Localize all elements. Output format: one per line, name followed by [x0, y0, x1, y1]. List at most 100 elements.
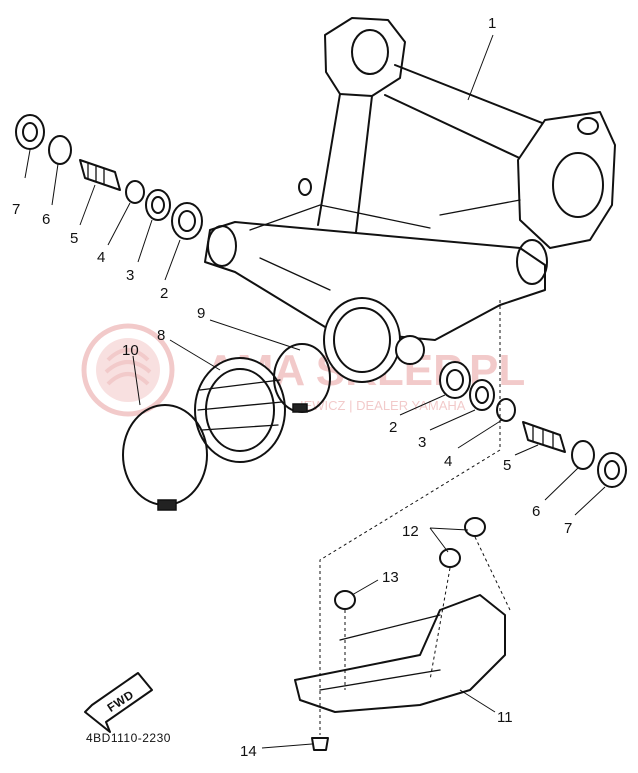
left-bolt-5-threads [87, 162, 105, 186]
cross-tube-left-end [207, 225, 237, 267]
guard-plate-11-edges [319, 614, 441, 691]
boot-and-bands [122, 343, 331, 511]
callout-4a: 4 [97, 249, 105, 266]
right-collar-6 [571, 440, 595, 470]
callout-7a: 7 [12, 201, 20, 218]
leader-2a [164, 239, 181, 281]
leader-1 [467, 34, 494, 101]
left-bolt-5 [79, 159, 121, 191]
axle-plate-hole [552, 152, 604, 218]
housing-inner [333, 307, 391, 373]
right-bearing-2 [439, 361, 471, 399]
pivot-boss-hole [351, 29, 389, 75]
band-10-clamp [157, 499, 177, 511]
leader-10 [132, 355, 141, 406]
leader-2b [399, 394, 446, 416]
nut-12a [439, 548, 461, 568]
callout-2a: 2 [160, 285, 168, 302]
leader-8 [169, 339, 221, 371]
callout-11: 11 [497, 709, 513, 726]
left-bearing-stack [15, 114, 203, 240]
right-bolt-5 [522, 421, 566, 453]
guard-plate-11 [294, 594, 506, 713]
right-cap-7 [597, 452, 627, 488]
leader-7b [574, 486, 606, 516]
callout-4b: 4 [444, 453, 452, 470]
leader-12 [429, 527, 469, 553]
leader-7a [24, 149, 31, 179]
swingarm [204, 17, 616, 383]
callout-5b: 5 [503, 457, 511, 474]
callout-3a: 3 [126, 267, 134, 284]
callout-10: 10 [122, 342, 139, 359]
left-collar-6 [48, 135, 72, 165]
left-bearing-2 [171, 202, 203, 240]
fwd-arrow-shape [84, 672, 153, 733]
callout-5a: 5 [70, 230, 78, 247]
left-arm-beam [317, 93, 373, 233]
left-bearing-2-inner [178, 210, 196, 232]
right-washer-4 [496, 398, 516, 422]
left-washer-4 [125, 180, 145, 204]
housing-boss [395, 335, 425, 365]
callout-14: 14 [240, 743, 257, 760]
pivot-boss-upper [324, 17, 406, 97]
part-code: 4BD1110-2230 [86, 731, 171, 745]
callout-13: 13 [382, 569, 399, 586]
callout-6b: 6 [532, 503, 540, 520]
callout-6a: 6 [42, 211, 50, 228]
leader-9 [209, 319, 301, 351]
callout-7b: 7 [564, 520, 572, 537]
right-cap-7-inner [604, 460, 620, 480]
rubber-boot-8-ribs [197, 379, 283, 431]
callout-9: 9 [197, 305, 205, 322]
right-seal-3-inner [475, 386, 489, 404]
axle-plate-bolt [577, 117, 599, 135]
leader-4a [107, 202, 131, 246]
callout-2b: 2 [389, 419, 397, 436]
housing-open-end [323, 297, 401, 383]
band-10 [122, 404, 208, 506]
rubber-boot-8 [194, 357, 286, 463]
fwd-arrow: FWD [84, 672, 153, 733]
cross-tube-right-end [516, 239, 548, 285]
watermark-logo-waves [104, 348, 152, 386]
right-bolt-5-threads [532, 425, 554, 449]
right-seal-3 [469, 379, 495, 411]
band-9-clamp [292, 403, 308, 413]
leader-13 [351, 579, 379, 596]
nut-12b [464, 517, 486, 537]
leader-6b [544, 467, 579, 501]
small-tab [298, 178, 312, 196]
left-cap-7-inner [22, 122, 38, 142]
axle-plate [517, 111, 616, 249]
right-bearing-2-inner [446, 369, 464, 391]
left-seal-3-inner [151, 196, 165, 214]
leader-3a [137, 219, 153, 263]
leader-11 [459, 689, 496, 713]
callout-12: 12 [402, 523, 419, 540]
leader-5a [79, 184, 96, 226]
callout-8: 8 [157, 327, 165, 344]
bolt-14 [311, 737, 329, 751]
leader-6a [51, 163, 59, 206]
callout-3b: 3 [418, 434, 426, 451]
leader-3b [429, 409, 476, 431]
watermark-subtitle: IEWICZ | DEALER YAMAHA [300, 398, 466, 413]
rubber-boot-8-inner [205, 368, 275, 452]
gusset-lines [249, 199, 521, 291]
leader-5b [514, 444, 539, 456]
right-bearing-stack [439, 361, 627, 488]
left-cap-7 [15, 114, 45, 150]
guard-plate [294, 517, 506, 751]
leader-14 [261, 743, 313, 749]
callouts: 1 2 3 4 5 6 7 8 9 10 2 3 4 5 6 7 11 12 1… [12, 15, 572, 760]
callout-1: 1 [488, 15, 496, 32]
watermark-logo-ring [81, 323, 175, 417]
leader-lines [24, 34, 606, 749]
upper-arm-beam [384, 64, 561, 171]
left-seal-3 [145, 189, 171, 221]
grommet-13 [334, 590, 356, 610]
